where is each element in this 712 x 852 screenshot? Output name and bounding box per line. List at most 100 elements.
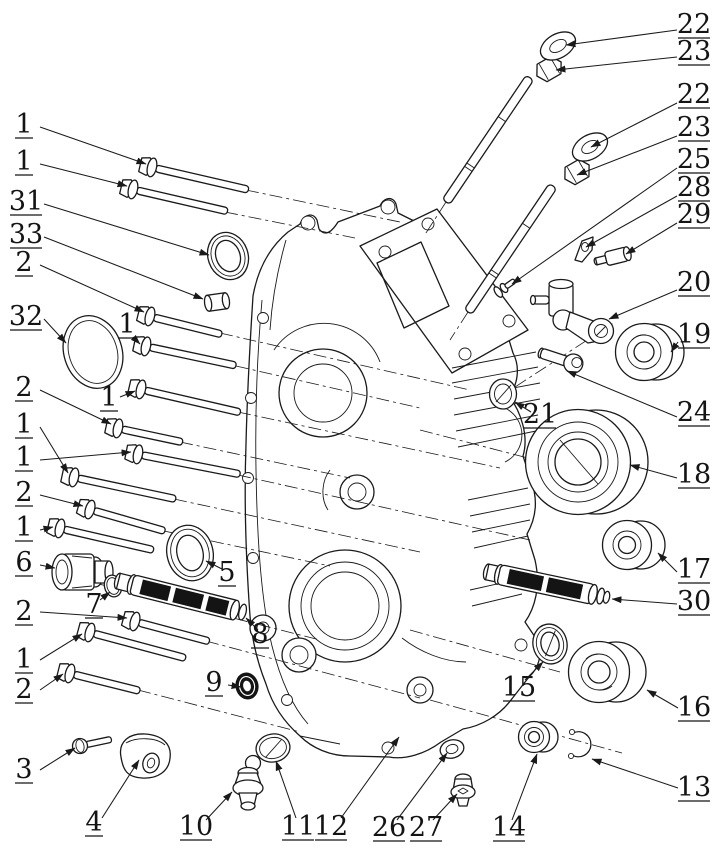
part-number-label: 33: [9, 219, 43, 250]
part-number-label: 22: [677, 79, 711, 110]
callout-15-23: 15: [502, 661, 544, 703]
o-ring-large-32: [62, 315, 124, 389]
leader-line: [585, 195, 678, 248]
part-number-label: 18: [677, 459, 711, 490]
oil-seal-31: [206, 231, 250, 281]
leader-line: [205, 560, 223, 570]
part-number-label: 19: [677, 319, 711, 350]
callout-3-15: 3: [15, 747, 76, 785]
leader-line: [524, 661, 544, 681]
part-number-label: 1: [118, 309, 135, 340]
leader-line: [43, 318, 67, 344]
leader-line: [629, 464, 678, 479]
part-number-label: 23: [677, 112, 711, 143]
part-number-label: 23: [677, 36, 711, 67]
stud-lower: [465, 132, 609, 314]
leader-line: [396, 752, 448, 821]
callout-18-41: 18: [629, 459, 711, 490]
part-number-label: 27: [409, 812, 443, 843]
leader-line: [340, 736, 400, 819]
leader-line: [39, 449, 132, 461]
part-number-label: 2: [15, 372, 32, 403]
leader-line: [608, 289, 678, 320]
part-number-label: 11: [281, 811, 315, 842]
part-number-label: 4: [85, 807, 102, 838]
leader-line: [511, 753, 538, 821]
leader-line: [625, 222, 678, 255]
part-number-label: 14: [492, 812, 526, 843]
part-number-label: 1: [15, 409, 32, 440]
shaft-24: [537, 347, 584, 374]
leader-line: [591, 758, 679, 789]
callout-1-16: 1: [118, 309, 141, 345]
callout-29-37: 29: [625, 199, 711, 255]
callout-1-17: 1: [100, 382, 136, 413]
leader-line: [101, 759, 140, 819]
callout-22-31: 22: [565, 9, 711, 48]
part-number-label: 1: [15, 109, 32, 140]
callout-31-2: 31: [9, 186, 210, 256]
leader-line: [39, 673, 64, 691]
callout-17-42: 17: [657, 552, 711, 585]
part-number-label: 15: [502, 672, 536, 703]
part-number-label: 12: [314, 811, 348, 842]
callout-2-14: 2: [15, 673, 64, 705]
leader-line: [670, 341, 680, 353]
callout-11-26: 11: [275, 760, 315, 842]
bolt: [60, 467, 177, 503]
part-number-label: 32: [9, 301, 43, 332]
callout-16-44: 16: [646, 689, 711, 723]
gasket-ring: [255, 733, 291, 763]
slotted-shaft-30: [482, 563, 611, 605]
stopper-bracket: [574, 236, 594, 263]
part-number-label: 16: [677, 692, 711, 723]
callout-6-11: 6: [15, 547, 56, 578]
bolt: [55, 663, 141, 695]
part-number-label: 24: [677, 397, 711, 428]
bolt: [124, 444, 241, 478]
stud-upper: [443, 31, 577, 204]
callout-26-28: 26: [372, 752, 448, 843]
part-number-label: 10: [179, 811, 213, 842]
oil-strainer: [113, 572, 248, 621]
leader-line: [99, 591, 111, 601]
plunger: [232, 754, 264, 811]
callout-1-8: 1: [15, 442, 132, 473]
leader-line: [555, 56, 678, 73]
callout-14-30: 14: [492, 753, 538, 843]
part-number-label: 1: [15, 442, 32, 473]
part-number-label: 13: [677, 772, 711, 803]
leader-line: [576, 135, 678, 176]
part-number-label: 3: [15, 754, 32, 785]
callout-24-40: 24: [566, 370, 711, 428]
leader-line: [514, 401, 532, 413]
leader-line: [275, 760, 297, 819]
part-number-label: 1: [15, 512, 32, 543]
callout-33-3: 33: [9, 219, 204, 300]
shift-lever-assembly: [529, 278, 615, 345]
callout-2-9: 2: [15, 477, 84, 508]
part-number-label: 1: [15, 146, 32, 177]
leader-line: [39, 389, 112, 425]
rubber-cap: [119, 733, 171, 779]
callout-13-45: 13: [591, 758, 711, 803]
leader-line: [646, 689, 679, 709]
part-number-label: 1: [100, 382, 117, 413]
part-number-label: 29: [677, 199, 711, 230]
part-number-label: 17: [677, 554, 711, 585]
leader-line: [657, 552, 678, 573]
callout-32-5: 32: [9, 301, 67, 344]
callout-5-18: 5: [205, 557, 236, 588]
bolt: [127, 379, 242, 416]
leader-line: [39, 126, 147, 165]
leader-line: [39, 633, 83, 661]
socket-bolt-27: [450, 773, 476, 807]
leader-line: [39, 747, 76, 771]
small-seal-dark: [235, 672, 259, 700]
part-number-label: 26: [372, 812, 406, 843]
seal-ring: [532, 623, 568, 665]
bearing-small: [517, 720, 559, 754]
leader-line: [39, 494, 84, 508]
callout-27-29: 27: [409, 793, 458, 843]
